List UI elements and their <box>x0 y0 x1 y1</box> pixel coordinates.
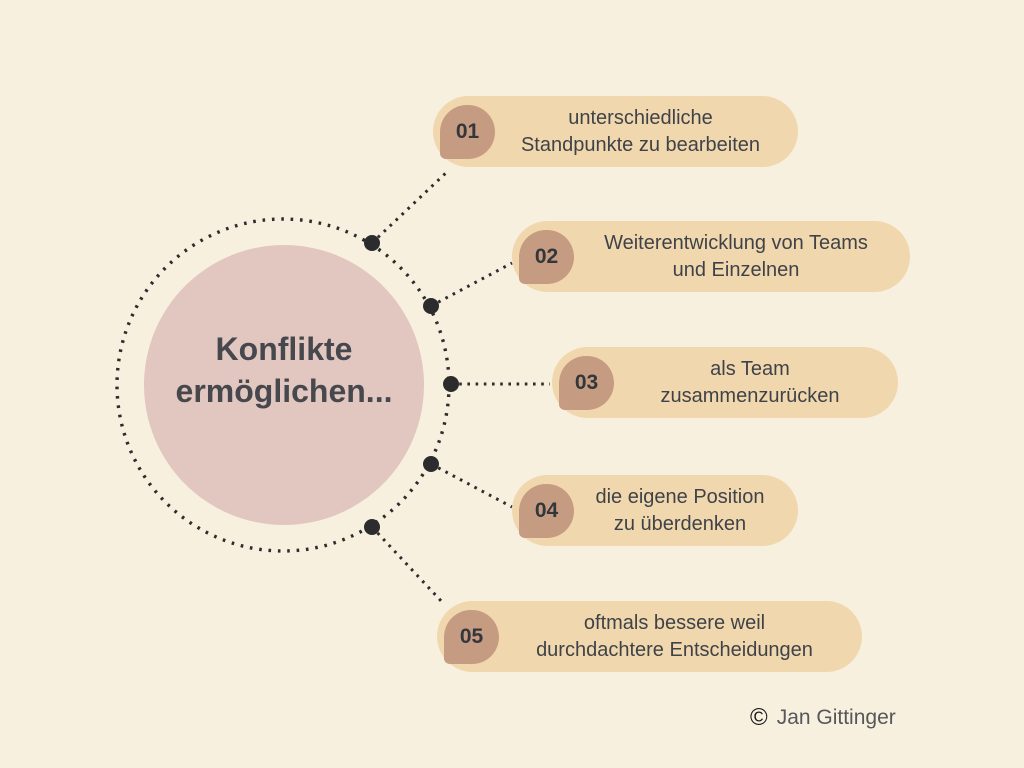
central-topic-circle: Konflikte ermöglichen... <box>144 245 424 525</box>
copyright-icon: © <box>750 704 768 731</box>
benefit-item-2: 02 Weiterentwicklung von Teams und Einze… <box>512 221 910 292</box>
item-number-4: 04 <box>534 498 559 522</box>
item-number-5: 05 <box>459 624 484 648</box>
item-text-2-line1: Weiterentwicklung von Teams <box>604 232 868 255</box>
item-text-3-line2: zusammenzurücken <box>660 384 840 407</box>
item-number-badge-5: 05 <box>444 609 499 664</box>
connector-node-4 <box>423 456 439 472</box>
connector-node-5 <box>364 519 380 535</box>
benefit-item-4: 04 die eigene Position zu überdenken <box>512 475 798 546</box>
item-text-3-line1: als Team <box>710 358 790 381</box>
item-text-2: Weiterentwicklung von Teams und Einzelne… <box>574 230 910 283</box>
item-text-4-line1: die eigene Position <box>595 486 765 509</box>
central-topic-title: Konflikte ermöglichen... <box>176 329 393 412</box>
item-number-2: 02 <box>534 244 559 268</box>
item-number-badge-1: 01 <box>440 104 495 159</box>
item-number-badge-4: 04 <box>519 483 574 538</box>
item-number-1: 01 <box>455 119 480 143</box>
central-title-line1: Konflikte <box>215 331 353 368</box>
item-number-badge-2: 02 <box>519 229 574 284</box>
benefit-item-5: 05 oftmals bessere weil durchdachtere En… <box>437 601 862 672</box>
central-title-line2: ermöglichen... <box>175 373 393 409</box>
item-text-2-line2: und Einzelnen <box>672 258 800 281</box>
connector-line-4 <box>430 462 513 509</box>
item-text-5-line1: oftmals bessere weil <box>583 612 766 635</box>
item-text-1-line2: Standpunkte zu bearbeiten <box>520 133 761 156</box>
benefit-item-3: 03 als Team zusammenzurücken <box>552 347 898 418</box>
connector-line-5 <box>370 525 445 605</box>
credit: © Jan Gittinger <box>750 706 896 730</box>
item-text-4: die eigene Position zu überdenken <box>574 484 798 537</box>
item-text-5: oftmals bessere weil durchdachtere Entsc… <box>499 610 862 663</box>
item-text-3: als Team zusammenzurücken <box>614 356 898 409</box>
connector-line-1 <box>370 168 451 245</box>
connector-node-1 <box>364 235 380 251</box>
item-text-4-line2: zu überdenken <box>613 512 747 535</box>
item-text-1: unterschiedliche Standpunkte zu bearbeit… <box>495 105 798 158</box>
connector-line-2 <box>430 261 513 308</box>
credit-author: Jan Gittinger <box>776 706 896 729</box>
benefit-item-1: 01 unterschiedliche Standpunkte zu bearb… <box>433 96 798 167</box>
item-text-5-line2: durchdachtere Entscheidungen <box>536 638 813 661</box>
item-number-badge-3: 03 <box>559 355 614 410</box>
item-text-1-line1: unterschiedliche <box>568 107 713 130</box>
item-number-3: 03 <box>574 370 599 394</box>
connector-node-3 <box>443 376 459 392</box>
connector-node-2 <box>423 298 439 314</box>
